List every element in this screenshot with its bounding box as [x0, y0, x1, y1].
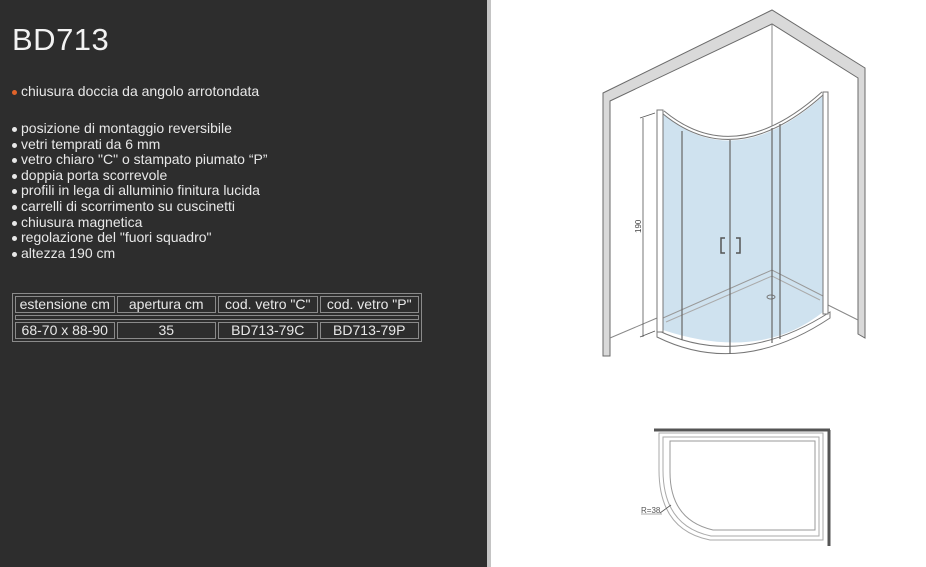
list-item: doppia porta scorrevole — [12, 166, 267, 184]
feature-text: profili in lega di alluminio finitura lu… — [21, 182, 260, 199]
column-header: estensione cm — [15, 296, 115, 313]
orange-bullet-icon — [12, 90, 17, 95]
door-handle-icon — [720, 237, 741, 254]
shower-tray — [656, 311, 831, 355]
table-cell: 35 — [116, 322, 216, 339]
height-dimension — [639, 112, 656, 338]
feature-text: posizione di montaggio reversibile — [21, 120, 232, 136]
list-item: posizione di montaggio reversibile — [12, 120, 267, 137]
list-item: carrelli di scorrimento su cuscinetti — [12, 197, 267, 215]
shower-plan-drawing — [641, 428, 831, 546]
table-row: 68-70 x 88-90 35 BD713-79C BD713-79P — [15, 322, 419, 339]
bullet-icon — [12, 142, 17, 148]
list-item: vetro chiaro "C" o stampato piumato “P” — [12, 151, 268, 168]
table-cell: BD713-79C — [218, 322, 318, 339]
table-spacer-row — [15, 315, 419, 320]
radius-label: R=38 — [641, 506, 661, 515]
list-item: vetri temprati da 6 mm — [12, 135, 267, 153]
table-cell: BD713-79P — [319, 322, 419, 339]
shower-perspective-drawing: 190 R=38 — [602, 9, 866, 546]
product-intro: chiusura doccia da angolo arrotondata — [12, 83, 259, 99]
feature-text: carrelli di scorrimento su cuscinetti — [21, 197, 235, 214]
height-label: 190 — [634, 219, 643, 233]
bullet-icon — [12, 127, 17, 132]
column-header: apertura cm — [116, 296, 216, 313]
spacer-cell — [15, 315, 419, 320]
feature-text: vetro chiaro "C" o stampato piumato “P” — [21, 151, 268, 168]
column-header: cod. vetro "P" — [319, 296, 419, 313]
bullet-icon — [12, 158, 17, 164]
bullet-icon — [12, 220, 17, 226]
column-header: cod. vetro "C" — [218, 296, 318, 313]
feature-text: altezza 190 cm — [21, 244, 116, 261]
table-cell: 68-70 x 88-90 — [15, 322, 115, 339]
feature-text: chiusura magnetica — [21, 213, 143, 230]
table-header-row: estensione cm apertura cm cod. vetro "C"… — [15, 296, 419, 313]
list-item: chiusura magnetica — [12, 213, 267, 231]
intro-text: chiusura doccia da angolo arrotondata — [21, 83, 260, 99]
bullet-icon — [12, 236, 17, 242]
feature-text: vetri temprati da 6 mm — [21, 135, 161, 152]
product-info-panel: BD713 chiusura doccia da angolo arrotond… — [0, 0, 487, 567]
glass-panel — [663, 96, 823, 343]
list-item: altezza 190 cm — [12, 244, 267, 262]
list-item: profili in lega di alluminio finitura lu… — [12, 183, 267, 199]
bullet-icon — [12, 251, 17, 257]
panel-divider — [487, 0, 491, 567]
feature-text: doppia porta scorrevole — [21, 166, 168, 183]
feature-text: regolazione del "fuori squadro" — [21, 229, 212, 246]
feature-list: posizione di montaggio reversibile vetri… — [12, 120, 268, 262]
drawing-panel: 190 R=38 — [491, 0, 926, 567]
bullet-icon — [12, 189, 17, 195]
list-item: regolazione del "fuori squadro" — [12, 229, 267, 246]
bullet-icon — [12, 173, 17, 179]
bullet-icon — [12, 204, 17, 210]
product-title: BD713 — [12, 22, 110, 57]
specs-table: estensione cm apertura cm cod. vetro "C"… — [12, 293, 422, 342]
